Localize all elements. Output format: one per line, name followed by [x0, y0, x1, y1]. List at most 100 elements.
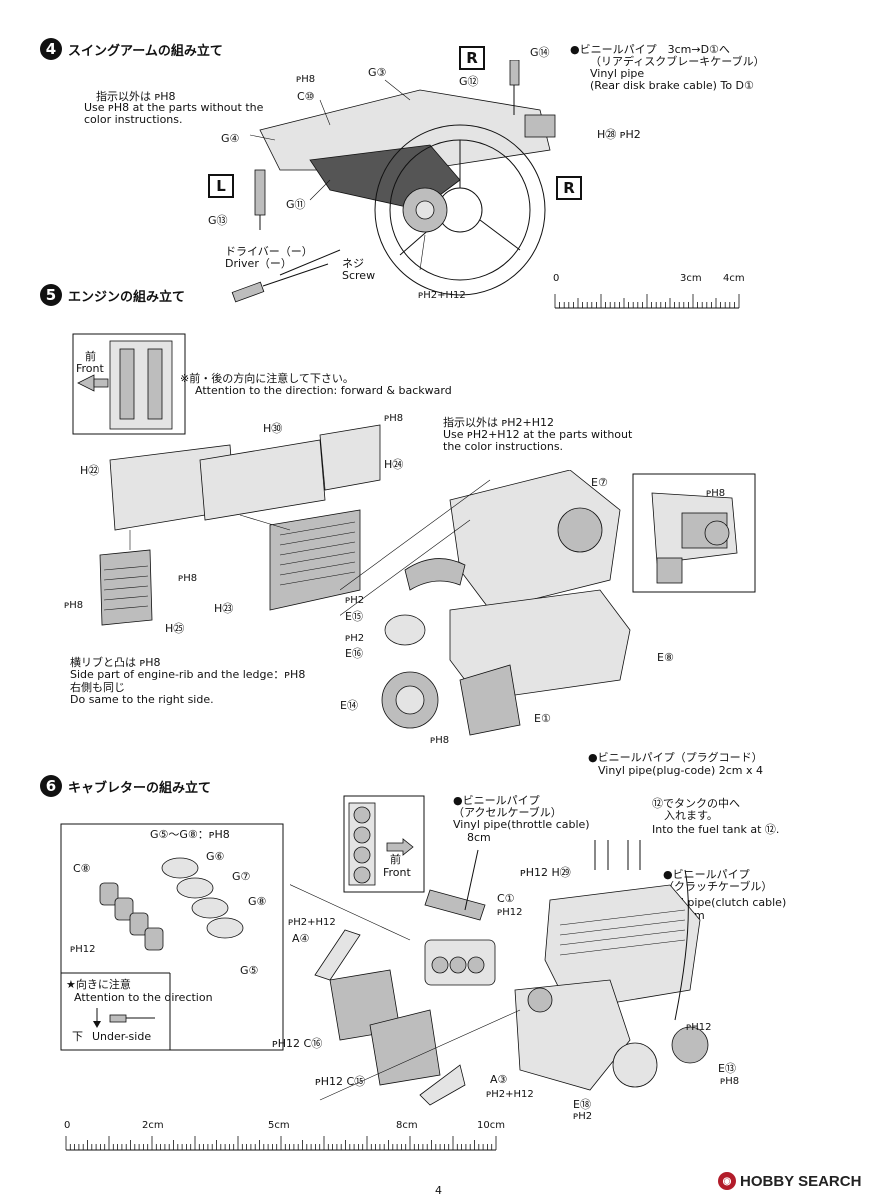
part-e14: E⑭ — [340, 699, 358, 712]
part-g12: G⑫ — [459, 75, 479, 88]
step4-note-jp: 指示以外は ᴘH8 — [96, 90, 176, 103]
paint-ph8-a: ᴘH8 — [384, 413, 404, 424]
left-side-marker: L — [208, 174, 234, 198]
vinyl-pipe-en2: (Rear disk brake cable) To D① — [590, 79, 754, 92]
paint-ph12-c: ᴘH12 — [686, 1022, 712, 1033]
part-g4: G④ — [221, 132, 240, 145]
engine-color-jp: 指示以外は ᴘH2+H12 — [443, 416, 555, 429]
direction-jp: ★向きに注意 — [66, 978, 131, 991]
part-h25: H㉕ — [165, 622, 185, 635]
plug-en: Vinyl pipe(plug-code) 2cm x 4 — [598, 764, 763, 777]
underside-jp: 下 — [72, 1030, 83, 1043]
paint-ph8-f: ᴘH8 — [720, 1076, 740, 1087]
paint-ph8-e: ᴘH8 — [430, 735, 450, 746]
paint-ph8-d: ᴘH8 — [706, 488, 726, 499]
rib-jp: 横リブと凸は ᴘH8 — [70, 656, 161, 669]
ruler4-label-0: 0 — [553, 273, 560, 284]
part-g8: G⑧ — [248, 895, 267, 908]
throttle-len: 8cm — [467, 831, 491, 844]
part-g6: G⑥ — [206, 850, 225, 863]
rib-en: Side part of engine-rib and the ledge：ᴘH… — [70, 668, 306, 681]
driver-label-jp: ドライバー（ー） — [225, 245, 313, 258]
ruler-10cm — [65, 1136, 497, 1151]
clutch-jp: ●ビニールパイプ — [663, 868, 750, 881]
step4-number: 4 — [40, 38, 62, 60]
watermark-text: HOBBY SEARCH — [740, 1172, 862, 1190]
paint-ph2-c: ᴘH2 — [573, 1111, 593, 1122]
ruler10-label-0: 0 — [64, 1120, 71, 1131]
ruler4-label-3: 3cm — [680, 273, 702, 284]
screw-label-jp: ネジ — [342, 257, 364, 270]
part-g14: G⑭ — [530, 46, 550, 59]
engine-direction-inset — [72, 333, 186, 435]
part-c1: C① — [497, 892, 515, 905]
part-e18: E⑱ — [573, 1098, 591, 1111]
part-c8: C⑧ — [73, 862, 91, 875]
clutch-jp2: （クラッチケーブル） — [663, 880, 773, 893]
ruler10-label-5: 5cm — [268, 1120, 290, 1131]
ruler10-label-2: 2cm — [142, 1120, 164, 1131]
part-h29: ᴘH12 H㉙ — [520, 866, 571, 879]
part-c16: ᴘH12 C⑯ — [272, 1037, 323, 1050]
part-e15: E⑮ — [345, 610, 363, 623]
paint-ph8-c: ᴘH8 — [64, 600, 84, 611]
step4-header: 4 スイングアームの組み立て — [40, 38, 223, 60]
plug-jp: ●ビニールパイプ（プラグコード） — [588, 751, 763, 764]
carburetor-engine-illustration — [290, 840, 709, 1106]
page-number: 4 — [435, 1184, 442, 1197]
carb-front-jp: 前 — [390, 853, 401, 866]
part-e13: E⑬ — [718, 1062, 736, 1075]
part-c15: ᴘH12 C⑮ — [315, 1075, 366, 1088]
carb-g-range: G⑤〜G⑧：ᴘH8 — [150, 828, 230, 841]
part-h28: H㉘ ᴘH2 — [597, 128, 641, 141]
airbox-front-inset — [343, 795, 425, 893]
screw-label-en: Screw — [342, 269, 376, 282]
attention-jp: ※前・後の方向に注意して下さい。 — [180, 372, 354, 385]
vinyl-pipe-en: Vinyl pipe — [590, 67, 645, 80]
driver-illustration — [231, 263, 329, 303]
part-a4: A④ — [292, 932, 310, 945]
step5-number: 5 — [40, 284, 62, 306]
part-g5: G⑤ — [240, 964, 259, 977]
step5-header: 5 エンジンの組み立て — [40, 284, 185, 306]
front-label-jp: 前 — [85, 350, 96, 363]
hobbysearch-logo-icon: ◉ — [718, 1172, 736, 1190]
tank-en: Into the fuel tank at ⑫. — [652, 823, 780, 836]
front-label-en: Front — [76, 362, 104, 375]
paint-ph12-b: ᴘH12 — [497, 907, 523, 918]
step4-title: スイングアームの組み立て — [68, 43, 223, 59]
throttle-jp2: （アクセルケーブル） — [453, 806, 562, 819]
carb-front-en: Front — [383, 866, 411, 879]
ruler10-label-10: 10cm — [477, 1120, 505, 1131]
part-e7: E⑦ — [591, 476, 608, 489]
ruler-4cm — [554, 294, 740, 309]
carburetor-inset — [60, 823, 284, 1051]
right-en: Do same to the right side. — [70, 693, 214, 706]
step5-title: エンジンの組み立て — [68, 289, 186, 305]
hobbysearch-watermark: ◉ HOBBY SEARCH — [718, 1172, 861, 1190]
clutch-en: Vinyl pipe(clutch cable) — [657, 896, 787, 909]
paint-ph8-b: ᴘH8 — [178, 573, 198, 584]
part-g11: G⑪ — [286, 198, 306, 211]
part-g3: G③ — [368, 66, 387, 79]
engine-color-en2: the color instructions. — [443, 440, 564, 453]
paint-ph2-b: ᴘH2 — [345, 633, 365, 644]
step6-title: キャブレターの組み立て — [68, 780, 212, 796]
swingarm-illustration — [249, 60, 556, 296]
attention-en: Attention to the direction: forward & ba… — [195, 384, 452, 397]
tank-jp2: 入れます。 — [664, 809, 718, 822]
crankcase-illustration — [340, 470, 631, 736]
part-h22: H㉒ — [80, 464, 100, 477]
vinyl-pipe-jp2: （リアディスクブレーキケーブル） — [590, 55, 765, 68]
cylinder-head-illustration — [99, 424, 381, 626]
part-c10: C⑩ — [297, 90, 315, 103]
part-e16: E⑯ — [345, 647, 363, 660]
step4-note-en: Use ᴘH8 at the parts without the — [84, 101, 264, 114]
paint-ph2-a: ᴘH2 — [345, 595, 365, 606]
throttle-en: Vinyl pipe(throttle cable) — [453, 818, 590, 831]
paint-ph2-h12-b: ᴘH2+H12 — [486, 1089, 534, 1100]
paint-ph12-a: ᴘH12 — [70, 944, 96, 955]
right-jp: 右側も同じ — [70, 681, 125, 694]
tank-jp: ⑫でタンクの中へ — [652, 797, 740, 810]
ruler10-label-8: 8cm — [396, 1120, 418, 1131]
